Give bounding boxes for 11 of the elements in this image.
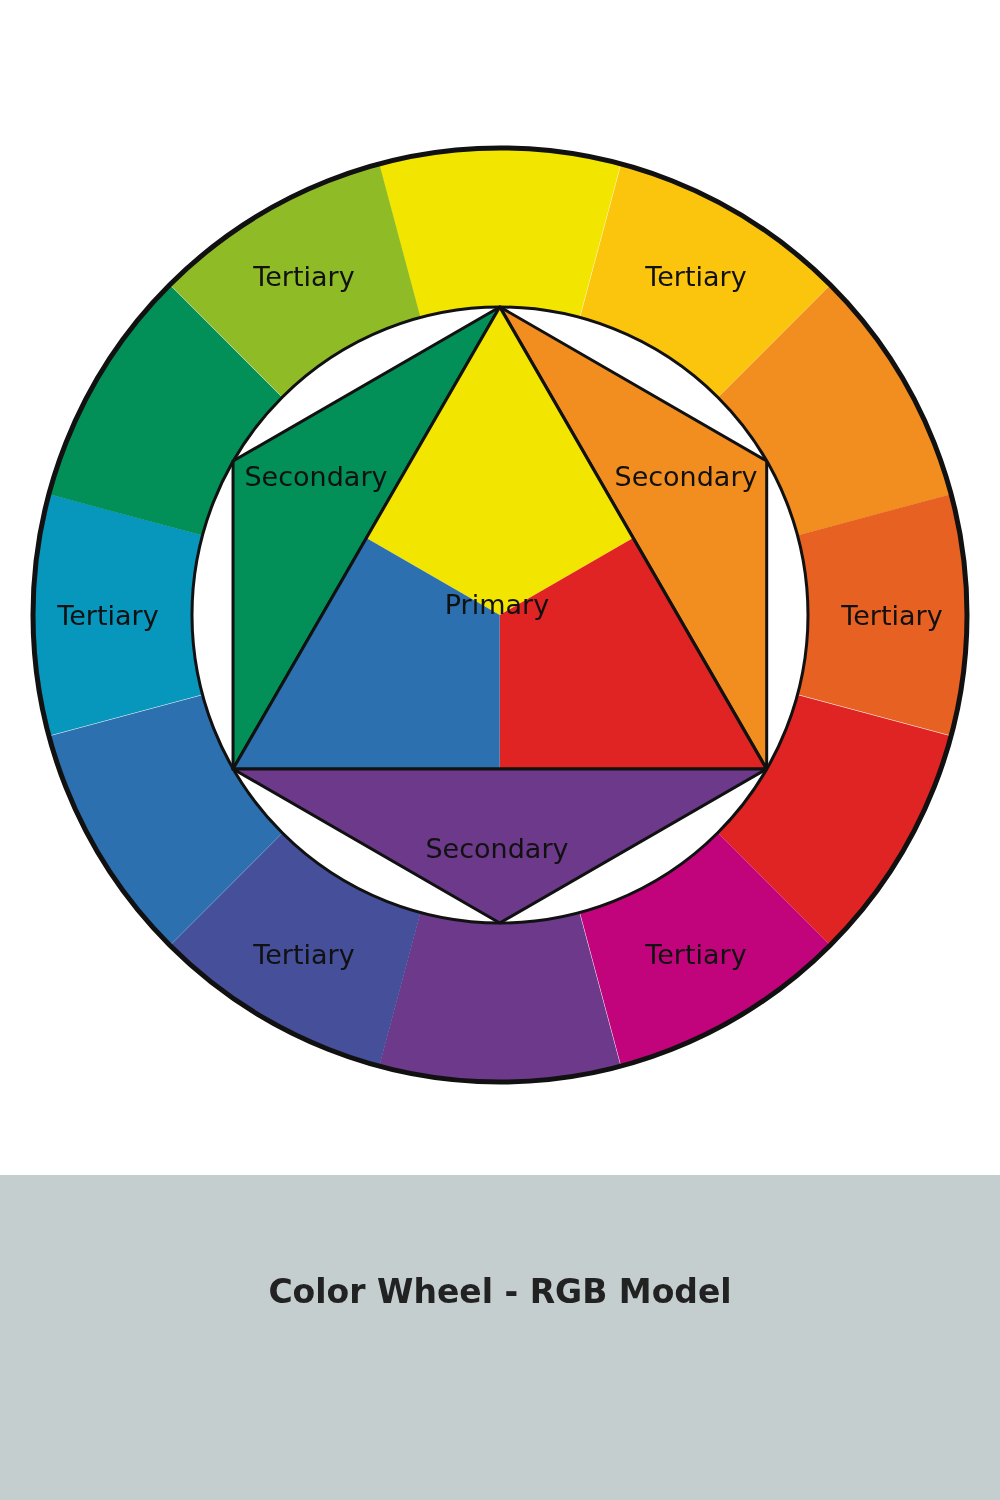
caption: Color Wheel - RGB Model: [267, 1272, 733, 1311]
triangle-label: Secondary: [425, 832, 569, 864]
segment-label: Tertiary: [645, 260, 747, 291]
triangle-label: Primary: [444, 588, 550, 620]
segment-label: Tertiary: [841, 599, 943, 631]
triangle-label: Secondary: [244, 460, 388, 492]
segment-label: Tertiary: [253, 260, 355, 291]
segment-label: Tertiary: [645, 938, 747, 970]
segment-label: Tertiary: [57, 599, 159, 631]
segment-label: Tertiary: [253, 938, 355, 970]
triangle-label: Secondary: [614, 460, 758, 492]
